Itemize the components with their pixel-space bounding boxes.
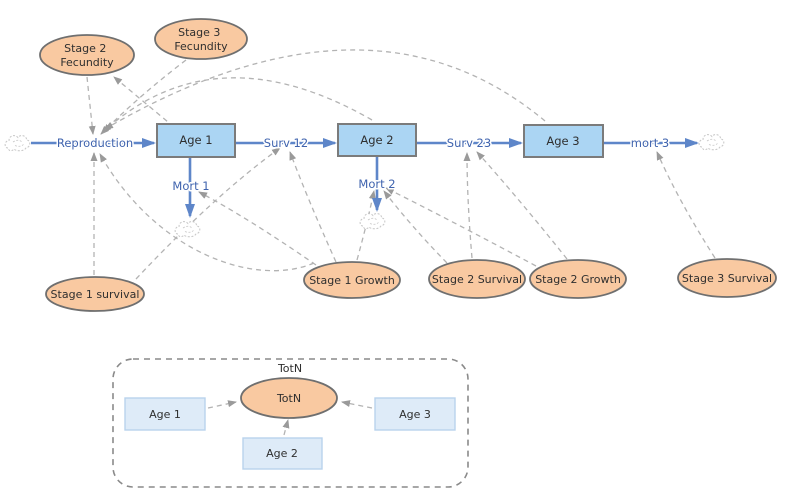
stock-age3-label: Age 3: [546, 134, 579, 148]
variable-stage1-survival-label: Stage 1 survival: [51, 288, 140, 301]
submodel-age3-label: Age 3: [399, 408, 431, 421]
link-stage3-survival-to-mort3: [656, 151, 716, 259]
link-stage2-growth-to-surv23: [476, 151, 568, 260]
cloud-source-left: [4, 135, 31, 152]
variable-stage2-fecundity[interactable]: Stage 2 Fecundity: [39, 34, 135, 76]
submodel-title: TotN: [277, 362, 302, 375]
variable-stage2-survival-label: Stage 2 Survival: [432, 273, 522, 286]
submodel-totn-label: TotN: [276, 392, 301, 405]
stock-age2-label: Age 2: [360, 133, 393, 147]
variable-stage3-fecundity-line2: Fecundity: [174, 40, 228, 53]
stock-age1-label: Age 1: [179, 133, 212, 147]
link-sub-age3-to-totn: [341, 400, 373, 409]
variable-stage3-fecundity-line1: Stage 3: [178, 26, 220, 39]
variable-stage2-fecundity-line1: Stage 2: [64, 42, 106, 55]
link-stage1-growth-to-surv12: [289, 151, 337, 263]
link-stage1-growth-to-reproduction: [99, 153, 315, 272]
stock-age1[interactable]: Age 1: [156, 123, 236, 158]
submodel-box-age2[interactable]: Age 2: [242, 437, 323, 470]
variable-stage2-growth-label: Stage 2 Growth: [535, 273, 621, 286]
variable-stage3-survival-label: Stage 3 Survival: [682, 272, 772, 285]
link-stage2-survival-to-surv23: [463, 152, 473, 259]
flow-mort3-label[interactable]: mort 3: [629, 135, 670, 152]
stock-age3[interactable]: Age 3: [523, 124, 604, 158]
link-stage2-fecundity-to-reproduction: [86, 76, 96, 135]
link-age2-to-reproduction: [102, 77, 373, 133]
variable-stage1-survival[interactable]: Stage 1 survival: [45, 276, 145, 312]
variable-stage2-fecundity-line2: Fecundity: [60, 56, 114, 69]
variable-stage3-survival[interactable]: Stage 3 Survival: [677, 258, 777, 298]
svg-text:Stage 3 Fecundity: Stage 3 Fecundity: [174, 26, 228, 53]
flow-surv12-label[interactable]: Surv 12: [262, 135, 309, 152]
flow-pipes: [31, 138, 699, 218]
flow-mort1-label[interactable]: Mort 1: [171, 178, 211, 195]
cloud-sink-mort1: [174, 221, 201, 238]
link-sub-age1-to-totn: [207, 400, 237, 409]
variable-stage2-survival[interactable]: Stage 2 Survival: [428, 259, 526, 299]
stock-age2[interactable]: Age 2: [337, 123, 417, 157]
cloud-sink-mort2: [359, 213, 386, 230]
submodel-variable-totn[interactable]: TotN: [240, 377, 338, 419]
variable-stage3-fecundity[interactable]: Stage 3 Fecundity: [154, 18, 248, 60]
link-stage2-growth-to-mort2: [385, 187, 537, 267]
flow-reproduction-label[interactable]: Reproduction: [55, 135, 134, 152]
submodel-age1-label: Age 1: [149, 408, 181, 421]
submodel-boundary: [112, 358, 469, 488]
link-stage1-survival-to-surv12: [135, 147, 281, 280]
link-sub-age2-to-totn: [282, 419, 290, 436]
submodel-totn: TotN TotN Age 1 Age 3 Age 2: [112, 358, 469, 488]
submodel-box-age1[interactable]: Age 1: [124, 397, 206, 431]
submodel-age2-label: Age 2: [266, 447, 298, 460]
variable-stage1-growth[interactable]: Stage 1 Growth: [303, 261, 401, 299]
flow-mort2-label[interactable]: Mort 2: [357, 176, 397, 193]
cloud-sink-mort3: [698, 134, 725, 151]
flow-surv23-label[interactable]: Surv 23: [445, 135, 492, 152]
svg-text:Stage 2 Fecundity: Stage 2 Fecundity: [60, 42, 114, 69]
variable-stage2-growth[interactable]: Stage 2 Growth: [529, 259, 627, 299]
influence-links: [86, 49, 716, 280]
link-stage2-survival-to-mort2: [383, 190, 448, 264]
link-stage1-growth-to-mort1: [198, 191, 317, 266]
variable-stage1-growth-label: Stage 1 Growth: [309, 274, 395, 287]
link-age1-to-stage2-fecundity: [113, 76, 175, 128]
submodel-box-age3[interactable]: Age 3: [374, 397, 456, 431]
